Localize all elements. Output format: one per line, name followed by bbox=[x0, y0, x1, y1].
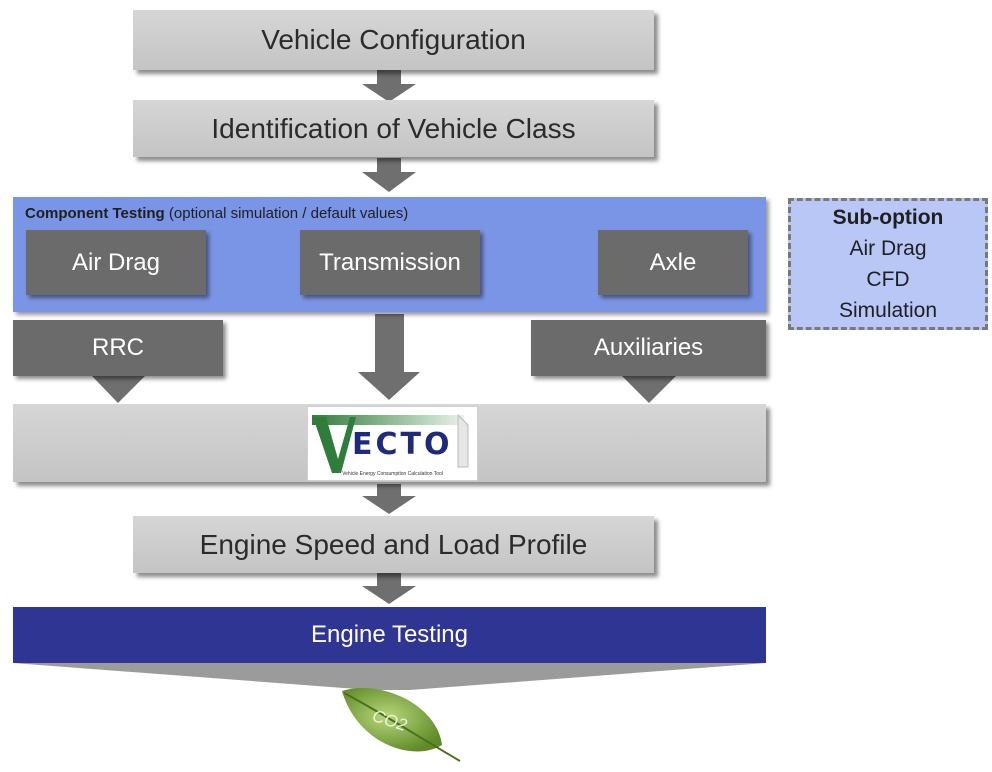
arrow-3 bbox=[358, 314, 420, 400]
rrc-label: RRC bbox=[92, 334, 144, 361]
arrow-2 bbox=[362, 158, 416, 192]
auxiliaries-box: Auxiliaries bbox=[531, 320, 766, 376]
component-testing-title: Component Testing bbox=[25, 205, 165, 222]
vecto-logo: ECTO Vehicle Energy Consumption Calculat… bbox=[307, 406, 478, 481]
identification-box: Identification of Vehicle Class bbox=[133, 100, 654, 157]
component-testing-note: (optional simulation / default values) bbox=[164, 205, 409, 222]
output-funnel bbox=[13, 663, 766, 690]
vecto-subtitle: Vehicle Energy Consumption Calculation T… bbox=[342, 471, 443, 477]
component-testing-panel: Component Testing (optional simulation /… bbox=[13, 197, 766, 312]
leaf-icon bbox=[342, 688, 461, 762]
arrow-4 bbox=[362, 484, 416, 514]
vehicle-configuration-label: Vehicle Configuration bbox=[261, 24, 526, 55]
sub-option-box: Sub-option Air Drag CFD Simulation bbox=[788, 198, 988, 330]
sub-option-line: CFD bbox=[866, 268, 910, 291]
auxiliaries-label: Auxiliaries bbox=[593, 334, 704, 361]
arrow-rrc bbox=[92, 376, 145, 403]
engine-speed-profile-label: Engine Speed and Load Profile bbox=[199, 528, 588, 560]
vecto-v-icon bbox=[312, 413, 469, 473]
vehicle-configuration-box: Vehicle Configuration bbox=[133, 10, 654, 70]
arrow-1 bbox=[362, 70, 416, 102]
sub-option-line: Simulation bbox=[838, 299, 938, 322]
arrow-auxiliaries bbox=[622, 376, 676, 403]
axle-label: Axle bbox=[649, 248, 697, 276]
air-drag-box: Air Drag bbox=[26, 230, 206, 295]
engine-testing-box: Engine Testing bbox=[13, 607, 766, 663]
co2-leaf: CO2 bbox=[332, 683, 467, 767]
engine-speed-profile-box: Engine Speed and Load Profile bbox=[133, 516, 654, 573]
air-drag-label: Air Drag bbox=[71, 248, 161, 276]
identification-label: Identification of Vehicle Class bbox=[211, 112, 576, 144]
transmission-box: Transmission bbox=[300, 230, 480, 295]
axle-box: Axle bbox=[598, 230, 748, 295]
sub-option-header: Sub-option bbox=[832, 206, 944, 229]
transmission-label: Transmission bbox=[319, 248, 461, 276]
engine-testing-label: Engine Testing bbox=[310, 621, 468, 648]
sub-option-line: Air Drag bbox=[849, 237, 927, 260]
vecto-wordmark: ECTO bbox=[352, 427, 453, 462]
arrow-5 bbox=[362, 573, 416, 604]
component-testing-caption: Component Testing (optional simulation /… bbox=[25, 205, 408, 222]
rrc-box: RRC bbox=[13, 320, 223, 376]
